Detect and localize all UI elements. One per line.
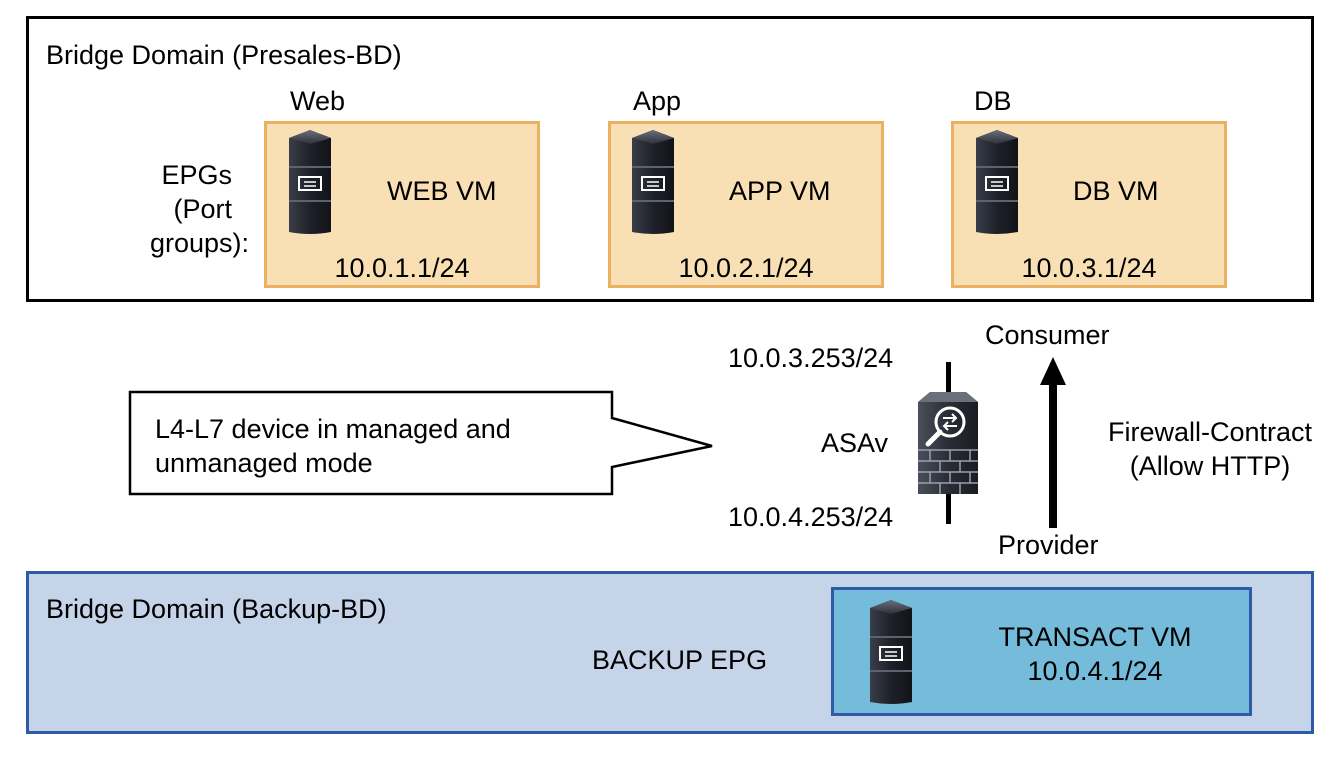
presales-bd-title: Bridge Domain (Presales-BD)	[46, 40, 402, 70]
callout-line: L4-L7 device in managed and	[155, 414, 511, 444]
epg-ip-web: 10.0.1.1/24	[334, 253, 470, 283]
server-icon	[866, 598, 916, 706]
provider-label: Provider	[998, 530, 1099, 560]
epg-group-label-db: DB	[974, 86, 1012, 116]
vm-label-web: WEB VM	[387, 176, 497, 206]
epgs-label-line: (Port	[173, 194, 232, 224]
epgs-label-line: EPGs	[161, 160, 232, 190]
firewall-icon	[918, 362, 978, 524]
contract-arrow	[1040, 357, 1066, 528]
server-icon	[628, 128, 678, 236]
server-icon	[285, 128, 335, 236]
vm-label-app: APP VM	[729, 176, 831, 206]
epg-group-label-app: App	[633, 86, 682, 116]
asav-ip-bottom: 10.0.4.253/24	[728, 502, 894, 532]
transact-vm-ip: 10.0.4.1/24	[1027, 656, 1163, 686]
asav-label: ASAv	[821, 428, 889, 458]
contract-line: Firewall-Contract	[1107, 417, 1313, 447]
contract-line: (Allow HTTP)	[1129, 451, 1291, 481]
epgs-label-line: groups):	[150, 228, 250, 258]
vm-label-db: DB VM	[1073, 176, 1159, 206]
callout-text: L4-L7 device in managed and unmanaged mo…	[155, 412, 511, 480]
transact-vm-info: TRANSACT VM 10.0.4.1/24	[950, 620, 1240, 688]
server-icon	[972, 128, 1022, 236]
epg-ip-app: 10.0.2.1/24	[678, 253, 814, 283]
epg-group-label-web: Web	[290, 86, 346, 116]
callout-bubble	[128, 390, 713, 496]
asav-ip-top: 10.0.3.253/24	[728, 343, 894, 373]
transact-vm-label: TRANSACT VM	[998, 622, 1192, 652]
backup-epg-label: BACKUP EPG	[592, 645, 768, 675]
epg-ip-db: 10.0.3.1/24	[1021, 253, 1157, 283]
callout-line: unmanaged mode	[155, 448, 373, 478]
consumer-label: Consumer	[985, 320, 1110, 350]
contract-label: Firewall-Contract (Allow HTTP)	[1082, 415, 1338, 483]
backup-bd-title: Bridge Domain (Backup-BD)	[46, 594, 387, 624]
epgs-label: EPGs (Port groups):	[150, 158, 250, 260]
